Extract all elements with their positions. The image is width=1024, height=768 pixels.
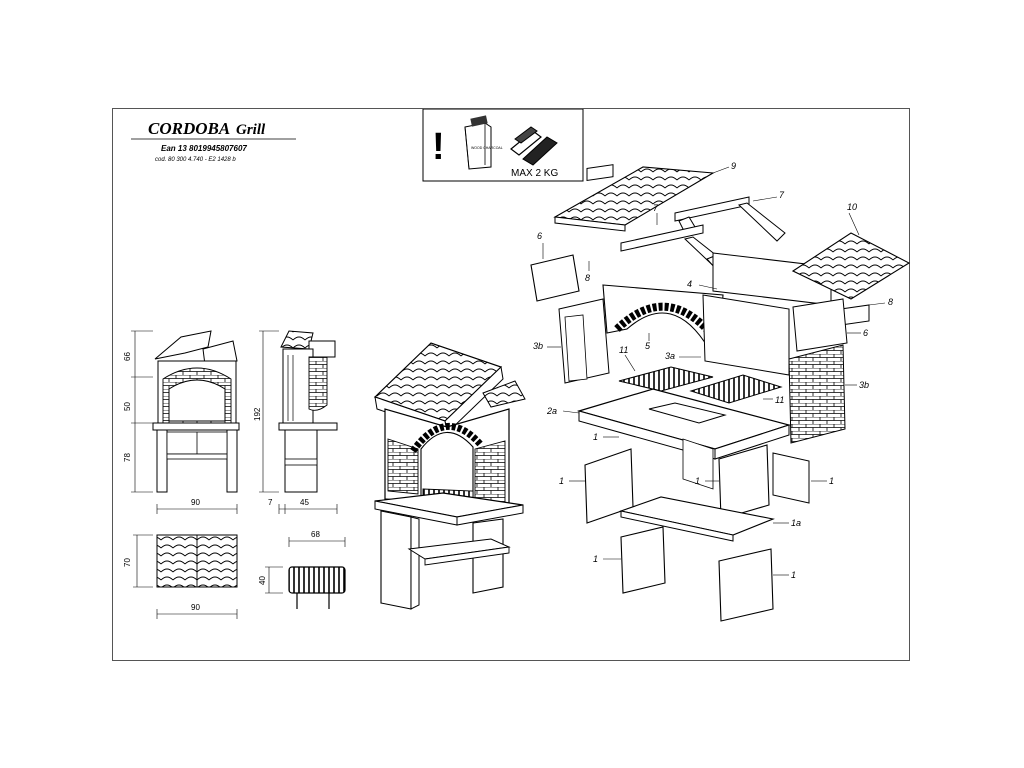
callout-label: 5: [645, 341, 651, 351]
assembly-drawing: CORDOBA Grill Ean 13 8019945807607 cod. …: [123, 108, 911, 622]
dim-grate-width: 68: [311, 530, 320, 539]
dim-side-height: 192: [253, 407, 262, 421]
callout-label: 3a: [665, 351, 675, 361]
charcoal-bag-label: WOOD CHARCOAL: [471, 146, 503, 150]
callout-label: 7: [653, 203, 659, 213]
callout-label: 3b: [533, 341, 543, 351]
grate-view: 68 40: [258, 530, 346, 609]
callout-label: 11: [619, 345, 628, 355]
callout-label: 8: [585, 273, 590, 283]
callout-label: 1: [695, 476, 700, 486]
top-view-roof: 70 90: [123, 534, 238, 619]
warning-frame: [422, 108, 584, 182]
dim-front-firebox: 50: [123, 402, 132, 411]
product-title: CORDOBA: [148, 119, 230, 138]
dim-side-depth: 45: [300, 498, 309, 507]
callout-label: 10: [847, 202, 857, 212]
product-subtitle: Grill: [236, 122, 266, 138]
ean-code: Ean 13 8019945807607: [161, 144, 247, 153]
assembled-barbecue: [373, 342, 526, 610]
callout-label: 7: [779, 190, 785, 200]
callout-label: 1a: [791, 518, 801, 528]
max-load-label: MAX 2 KG: [511, 168, 558, 179]
callout-label: 9: [731, 161, 736, 171]
callout-label: 6: [863, 328, 868, 338]
callout-label: 11: [775, 395, 784, 405]
assembly-sheet: CORDOBA Grill Ean 13 8019945807607 cod. …: [112, 108, 911, 661]
callout-label: 1: [559, 476, 564, 486]
callout-label: 8: [888, 297, 893, 307]
callout-label: 4: [687, 279, 692, 289]
callout-label: 2a: [546, 406, 557, 416]
product-header: CORDOBA Grill Ean 13 8019945807607 cod. …: [131, 119, 296, 163]
exploded-view: [530, 164, 911, 622]
dim-top-depth: 70: [123, 558, 132, 567]
callout-label: 1: [593, 554, 598, 564]
callout-label: 1: [791, 570, 796, 580]
dim-top-width: 90: [191, 603, 200, 612]
dim-grate-depth: 40: [258, 576, 267, 585]
front-view: 66 50 78 90: [123, 330, 240, 514]
warning-box: ! WOOD CHARCOAL MAX 2 KG: [422, 108, 584, 182]
product-code: cod. 80 300 4.740 - E2 1428 b: [155, 157, 236, 163]
side-view: 192 7 45: [253, 330, 338, 514]
dim-side-overhang: 7: [268, 498, 273, 507]
callout-label: 3b: [859, 380, 869, 390]
charcoal-pieces-icon: [510, 126, 558, 166]
part-callouts: 9 7 7 6 10 8 4 8 3b 5 6 11 3a 3b 2a 11 1…: [533, 161, 893, 580]
charcoal-bag-icon: WOOD CHARCOAL: [464, 115, 503, 170]
exclamation-icon: !: [432, 126, 445, 168]
callout-label: 1: [593, 432, 598, 442]
dim-front-width: 90: [191, 498, 200, 507]
callout-label: 1: [829, 476, 834, 486]
dim-front-base: 78: [123, 453, 132, 462]
callout-label: 6: [537, 231, 542, 241]
dim-front-roof: 66: [123, 352, 132, 361]
